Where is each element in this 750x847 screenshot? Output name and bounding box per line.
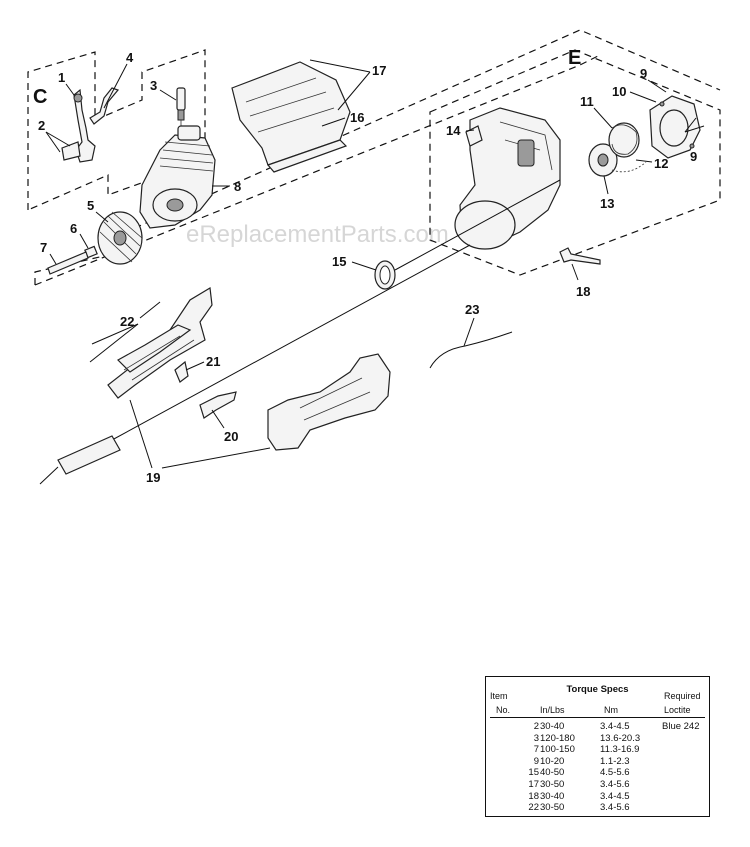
row-nm: 11.3-16.9	[600, 744, 640, 756]
throttle-lever-part	[199, 391, 237, 419]
callout-7: 7	[40, 240, 47, 255]
row-item-no: 9	[533, 755, 539, 767]
callout-11: 11	[580, 94, 594, 109]
throttle-cable-part	[429, 331, 513, 369]
callout-16: 16	[350, 110, 364, 125]
spark-plug-part	[176, 87, 186, 128]
row-nm: 3.4-5.6	[600, 779, 630, 790]
engine-group-outline	[34, 29, 721, 286]
row-item-no: 2	[533, 721, 539, 732]
row-nm: 4.5-5.6	[600, 767, 630, 779]
row-item-no: 22	[528, 802, 539, 814]
callout-12: 12	[654, 156, 668, 171]
blower-housing-part	[454, 107, 561, 250]
header-nm: Nm	[604, 705, 618, 715]
assembly-axis-line	[111, 179, 561, 441]
row-nm: 3.4-4.5	[600, 721, 630, 732]
header-loctite-line2: Loctite	[664, 705, 691, 715]
row-inlbs: 30-50	[540, 779, 565, 790]
callout-18: 18	[576, 284, 590, 299]
callout-17: 17	[372, 63, 386, 78]
row-item-no: 17	[528, 779, 539, 790]
wire-clip-part	[89, 87, 120, 125]
callout-8: 8	[234, 179, 241, 194]
ignition-module-part	[61, 88, 96, 163]
section-label-c: C	[33, 86, 47, 108]
callout-14: 14	[446, 123, 461, 138]
callout-23: 23	[465, 302, 479, 317]
callout-3: 3	[150, 78, 157, 93]
callout-20: 20	[224, 429, 238, 444]
row-nm: 13.6-20.3	[600, 732, 641, 744]
callout-6: 6	[70, 221, 77, 236]
drive-shaft-stub-part	[47, 245, 98, 275]
trigger-part	[174, 360, 189, 383]
recoil-starter-parts	[588, 122, 647, 177]
callout-5: 5	[87, 198, 94, 213]
callout-22: 22	[120, 314, 134, 329]
header-item-line2: No.	[496, 705, 511, 715]
row-inlbs: 30-50	[540, 802, 565, 814]
header-divider	[490, 717, 705, 718]
handle-housing-part	[107, 287, 213, 399]
clamp-ring-part	[374, 260, 396, 290]
row-loctite: Blue 242	[662, 721, 700, 732]
row-inlbs: 120-180	[540, 732, 575, 744]
callout-13: 13	[600, 196, 614, 211]
callout-numbers: 1 2 3 4 5 6 7 8 9 9 10 11 12 13 14 15 16…	[38, 50, 697, 485]
section-label-e: E	[568, 47, 581, 69]
callout-4: 4	[126, 50, 134, 65]
header-item-line1: Item	[490, 691, 508, 701]
leader-lines	[45, 59, 705, 469]
callout-19: 19	[146, 470, 160, 485]
row-item-no: 7	[533, 744, 539, 756]
screw-part	[559, 247, 601, 265]
row-nm: 3.4-5.6	[600, 802, 630, 814]
row-nm: 1.1-2.3	[600, 755, 630, 767]
section-c-outline	[27, 49, 206, 211]
muffler-guard-part	[231, 61, 351, 173]
row-inlbs: 30-40	[540, 721, 565, 732]
row-item-no: 18	[528, 790, 539, 802]
callout-15: 15	[332, 254, 346, 269]
torque-specs-table: Torque Specs Item No. In/Lbs Nm Required…	[485, 676, 710, 817]
drive-tube-handle-part	[39, 353, 391, 485]
torque-table-title: Torque Specs	[566, 684, 629, 695]
starter-cover-part	[649, 95, 701, 159]
callout-9b: 9	[690, 149, 697, 164]
callout-10: 10	[612, 84, 626, 99]
row-inlbs: 10-20	[540, 755, 565, 767]
section-e-outline	[429, 49, 721, 276]
row-inlbs: 100-150	[540, 744, 575, 756]
header-inlbs: In/Lbs	[540, 705, 565, 715]
flywheel-part	[97, 211, 143, 265]
callout-9a: 9	[640, 66, 647, 81]
row-inlbs: 40-50	[540, 767, 565, 779]
row-item-no: 3	[533, 732, 539, 744]
callout-21: 21	[206, 354, 220, 369]
callout-2: 2	[38, 118, 45, 133]
row-inlbs: 30-40	[540, 790, 565, 802]
row-nm: 3.4-4.5	[600, 790, 630, 802]
engine-cylinder-part	[139, 125, 216, 229]
callout-1: 1	[58, 70, 65, 85]
row-item-no: 15	[528, 767, 539, 779]
header-loctite-line1: Required	[664, 691, 701, 701]
watermark-text: eReplacementParts.com	[186, 221, 449, 248]
